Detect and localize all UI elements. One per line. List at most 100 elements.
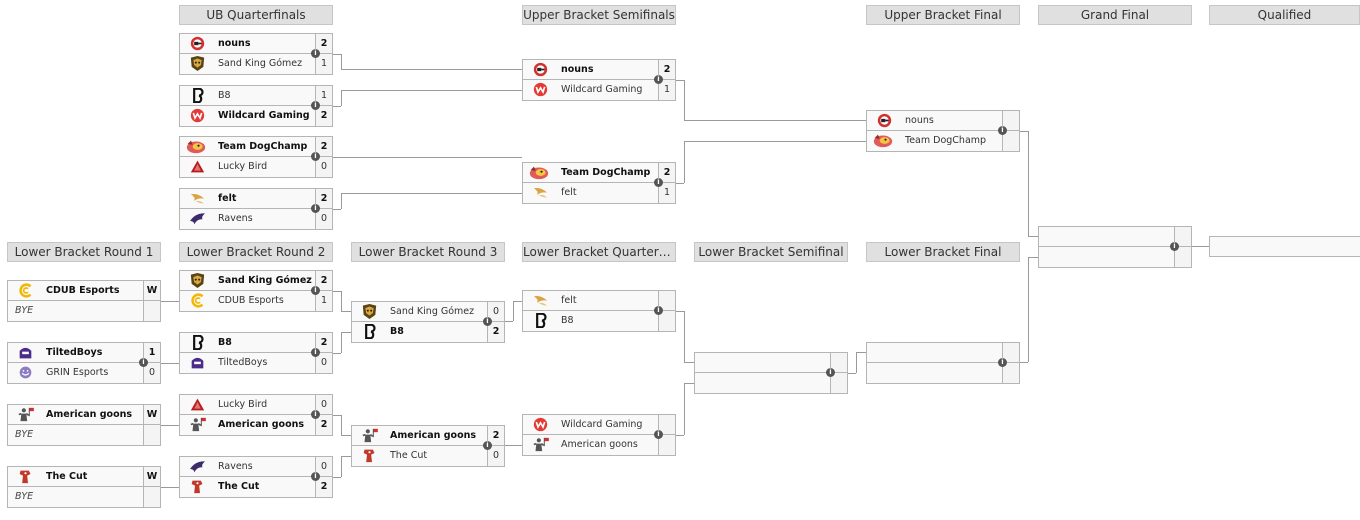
team-row[interactable]: TiltedBoys 1 [8, 343, 160, 363]
team-name: The Cut [46, 471, 88, 482]
team-row[interactable]: Ravens 0 [180, 457, 332, 477]
team-row[interactable]: Team DogChamp 2 [180, 137, 332, 157]
team-row[interactable]: GRIN Esports 0 [8, 363, 160, 383]
team-row[interactable]: BYE [8, 487, 160, 507]
team-name: BYE [15, 429, 34, 440]
team-name: The Cut [390, 450, 428, 461]
match-grand-final[interactable]: i [1038, 226, 1192, 268]
grin-logo-icon [17, 365, 34, 380]
info-icon[interactable]: i [311, 286, 320, 295]
match-lbr3-2[interactable]: American goons 2 The Cut 0 i [351, 425, 505, 467]
team-row[interactable]: felt 2 [180, 189, 332, 209]
match-lbr1-1[interactable]: CDUB Esports W BYE [7, 280, 161, 322]
team-row[interactable] [1039, 227, 1191, 247]
match-lbr1-4[interactable]: The Cut W BYE [7, 466, 161, 508]
team-row[interactable]: Lucky Bird 0 [180, 157, 332, 177]
team-row[interactable]: Lucky Bird 0 [180, 395, 332, 415]
team-row[interactable]: BYE [8, 301, 160, 321]
team-row[interactable]: American goons [523, 435, 675, 455]
team-row[interactable]: American goons 2 [352, 426, 504, 446]
team-row[interactable]: BYE [8, 425, 160, 445]
match-lbr3-1[interactable]: Sand King Gómez 0 B8 2 i [351, 301, 505, 343]
team-score: 2 [658, 60, 675, 79]
match-lbr2-3[interactable]: Lucky Bird 0 American goons 2 i [179, 394, 333, 436]
team-row[interactable]: The Cut W [8, 467, 160, 487]
info-icon[interactable]: i [654, 430, 663, 439]
info-icon[interactable]: i [654, 178, 663, 187]
info-icon[interactable]: i [311, 49, 320, 58]
info-icon[interactable]: i [311, 472, 320, 481]
info-icon[interactable]: i [826, 368, 835, 377]
team-row[interactable]: CDUB Esports 1 [180, 291, 332, 311]
team-row[interactable] [695, 353, 847, 373]
team-row[interactable]: Wildcard Gaming 2 [180, 106, 332, 126]
team-row[interactable]: The Cut 0 [352, 446, 504, 466]
team-row[interactable]: Sand King Gómez 2 [180, 271, 332, 291]
sand-king-logo-icon [189, 273, 206, 288]
match-ub-final[interactable]: nouns Team DogChamp i [866, 110, 1020, 152]
team-score: 1 [658, 80, 675, 100]
info-icon[interactable]: i [998, 126, 1007, 135]
american-goons-logo-icon [532, 437, 549, 452]
match-ubqf3[interactable]: Team DogChamp 2 Lucky Bird 0 i [179, 136, 333, 178]
info-icon[interactable]: i [998, 358, 1007, 367]
team-row[interactable]: The Cut 2 [180, 477, 332, 497]
team-row[interactable]: B8 [523, 311, 675, 331]
team-score: 1 [315, 291, 332, 311]
info-icon[interactable]: i [139, 358, 148, 367]
match-lb-final[interactable]: i [866, 342, 1020, 384]
team-row[interactable]: nouns 2 [180, 34, 332, 54]
team-row[interactable] [867, 343, 1019, 363]
team-row[interactable]: TiltedBoys 0 [180, 353, 332, 373]
team-row[interactable]: Sand King Gómez 1 [180, 54, 332, 74]
team-row[interactable]: American goons 2 [180, 415, 332, 435]
match-lbr2-1[interactable]: Sand King Gómez 2 CDUB Esports 1 i [179, 270, 333, 312]
match-lbqf-2[interactable]: Wildcard Gaming American goons i [522, 414, 676, 456]
team-row[interactable] [867, 363, 1019, 383]
info-icon[interactable]: i [483, 441, 492, 450]
team-row[interactable]: B8 2 [180, 333, 332, 353]
info-icon[interactable]: i [311, 410, 320, 419]
info-icon[interactable]: i [1170, 242, 1179, 251]
match-lbr2-4[interactable]: Ravens 0 The Cut 2 i [179, 456, 333, 498]
team-row[interactable]: felt [523, 291, 675, 311]
team-row[interactable]: Wildcard Gaming 1 [523, 80, 675, 100]
info-icon[interactable]: i [483, 317, 492, 326]
match-lbr2-2[interactable]: B8 2 TiltedBoys 0 i [179, 332, 333, 374]
team-row[interactable] [1039, 247, 1191, 267]
round-header-lb-semifinal: Lower Bracket Semifinal [694, 242, 848, 262]
match-lbr1-3[interactable]: American goons W BYE [7, 404, 161, 446]
sand-king-logo-icon [361, 304, 378, 319]
team-row[interactable]: Ravens 0 [180, 209, 332, 229]
team-score: 0 [487, 446, 504, 466]
match-ubsf1[interactable]: nouns 2 Wildcard Gaming 1 i [522, 59, 676, 101]
info-icon[interactable]: i [654, 75, 663, 84]
info-icon[interactable]: i [654, 306, 663, 315]
team-row[interactable]: Team DogChamp 2 [523, 163, 675, 183]
team-row[interactable]: Sand King Gómez 0 [352, 302, 504, 322]
match-ubqf1[interactable]: nouns 2 Sand King Gómez 1 i [179, 33, 333, 75]
team-row[interactable]: B8 2 [352, 322, 504, 342]
info-icon[interactable]: i [311, 152, 320, 161]
team-row[interactable] [695, 373, 847, 393]
team-row[interactable]: Team DogChamp [867, 131, 1019, 151]
team-row[interactable]: felt 1 [523, 183, 675, 203]
match-ubqf2[interactable]: B8 1 Wildcard Gaming 2 i [179, 85, 333, 127]
match-lbqf-1[interactable]: felt B8 i [522, 290, 676, 332]
match-lbr1-2[interactable]: TiltedBoys 1 GRIN Esports 0 i [7, 342, 161, 384]
team-row[interactable]: nouns [867, 111, 1019, 131]
match-ubqf4[interactable]: felt 2 Ravens 0 i [179, 188, 333, 230]
team-row[interactable]: CDUB Esports W [8, 281, 160, 301]
team-row[interactable]: B8 1 [180, 86, 332, 106]
match-ubsf2[interactable]: Team DogChamp 2 felt 1 i [522, 162, 676, 204]
info-icon[interactable]: i [311, 101, 320, 110]
team-row[interactable]: Wildcard Gaming [523, 415, 675, 435]
team-name: BYE [15, 305, 34, 316]
team-row[interactable]: American goons W [8, 405, 160, 425]
team-name: Wildcard Gaming [561, 419, 643, 430]
team-name: TiltedBoys [46, 347, 103, 358]
match-lb-semifinal[interactable]: i [694, 352, 848, 394]
info-icon[interactable]: i [311, 348, 320, 357]
team-row[interactable]: nouns 2 [523, 60, 675, 80]
info-icon[interactable]: i [311, 204, 320, 213]
